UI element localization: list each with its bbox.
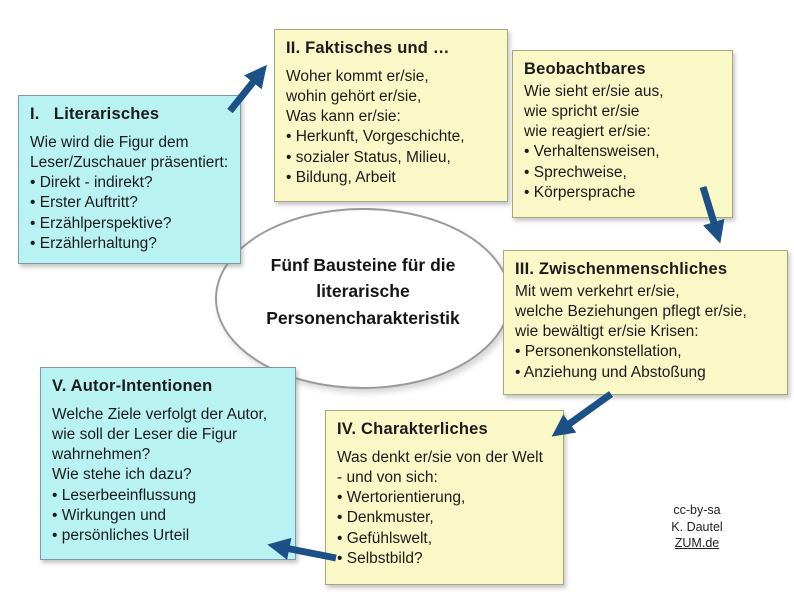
- box-line: • Leserbeeinflussung: [52, 486, 197, 504]
- box-line: Wie stehe ich dazu?: [52, 466, 192, 484]
- diagram-title: Fünf Bausteine für die literarische Pers…: [266, 255, 460, 328]
- box-line: wie bewältigt er/sie Krisen:: [515, 323, 699, 341]
- box-v-autor-intentionen: V. Autor-Intentionen Welche Ziele verfol…: [40, 367, 296, 560]
- box-line: • Wirkungen und: [52, 506, 166, 524]
- box-line: • Erzählerhaltung?: [30, 234, 157, 252]
- box-line: Wie sieht er/sie aus,: [524, 83, 664, 100]
- box-ii-title: II. Faktisches und …: [286, 39, 450, 57]
- box-line: • Sprechweise,: [524, 163, 627, 181]
- box-line: • Denkmuster,: [337, 509, 434, 527]
- box-v-title: V. Autor-Intentionen: [52, 377, 213, 395]
- box-beobachtbares-body: Wie sieht er/sie aus, wie spricht er/sie w…: [524, 82, 721, 203]
- box-line: Woher kommt er/sie,: [286, 68, 429, 85]
- box-iv-title: IV. Charakterliches: [337, 420, 488, 438]
- box-line: - und von sich:: [337, 469, 438, 487]
- box-beobachtbares-title: Beobachtbares: [524, 60, 646, 78]
- box-line: • Erzählperspektive?: [30, 214, 172, 232]
- box-line: Wie wird die Figur dem: [30, 134, 189, 151]
- box-i-title: I. Literarisches: [30, 105, 160, 123]
- box-line: • Verhaltensweisen,: [524, 143, 660, 161]
- box-line: Welche Ziele verfolgt der Autor,: [52, 406, 268, 423]
- box-line: welche Beziehungen pflegt er/sie,: [515, 303, 747, 321]
- box-line: • Bildung, Arbeit: [286, 168, 396, 186]
- box-line: wie soll der Leser die Figur: [52, 426, 238, 444]
- box-line: • sozialer Status, Milieu,: [286, 148, 451, 166]
- box-beobachtbares: Beobachtbares Wie sieht er/sie aus, wie s…: [512, 50, 733, 218]
- box-line: wie spricht er/sie: [524, 103, 640, 121]
- box-line: Leser/Zuschauer präsentiert:: [30, 154, 229, 172]
- box-line: • Wertorientierung,: [337, 489, 466, 507]
- box-line: • Direkt - indirekt?: [30, 174, 153, 192]
- box-line: Was denkt er/sie von der Welt: [337, 449, 543, 466]
- box-line: • Personenkonstellation,: [515, 343, 682, 361]
- box-ii-body: Woher kommt er/sie, wohin gehört er/sie, W…: [286, 67, 496, 188]
- box-v-body: Welche Ziele verfolgt der Autor, wie soll…: [52, 405, 284, 546]
- box-iii-body: Mit wem verkehrt er/sie, welche Beziehung…: [515, 282, 776, 383]
- box-line: • Körpersprache: [524, 183, 636, 201]
- box-line: • Herkunft, Vorgeschichte,: [286, 128, 465, 146]
- credit-author: K. Dautel: [671, 519, 723, 534]
- box-iii-zwischenmenschliches: III. Zwischenmenschliches Mit wem verkeh…: [503, 250, 788, 395]
- box-iv-body: Was denkt er/sie von der Welt - und von s…: [337, 448, 552, 569]
- box-line: • persönliches Urteil: [52, 526, 190, 544]
- credit-license: cc-by-sa: [673, 503, 721, 517]
- credit-zum-link[interactable]: ZUM.de: [674, 536, 720, 550]
- box-line: • Gefühlswelt,: [337, 529, 433, 547]
- box-iv-charakterliches: IV. Charakterliches Was denkt er/sie von…: [325, 410, 564, 585]
- box-line: • Selbstbild?: [337, 549, 423, 567]
- arrow-iii-to-iv: [551, 391, 614, 437]
- box-line: • Anziehung und Abstoßung: [515, 363, 706, 381]
- box-iii-title: III. Zwischenmenschliches: [515, 260, 728, 278]
- box-line: Mit wem verkehrt er/sie,: [515, 283, 680, 300]
- box-line: • Erster Auftritt?: [30, 194, 138, 212]
- box-line: wohin gehört er/sie,: [286, 88, 422, 106]
- box-ii-faktisches: II. Faktisches und … Woher kommt er/sie,…: [274, 29, 508, 202]
- central-ellipse: Fünf Bausteine für die literarische Pers…: [215, 208, 511, 389]
- box-line: Was kann er/sie:: [286, 108, 401, 126]
- box-line: wahrnehmen?: [52, 446, 151, 464]
- credit: cc-by-sa K. Dautel ZUM.de: [644, 502, 750, 552]
- box-line: wie reagiert er/sie:: [524, 123, 651, 141]
